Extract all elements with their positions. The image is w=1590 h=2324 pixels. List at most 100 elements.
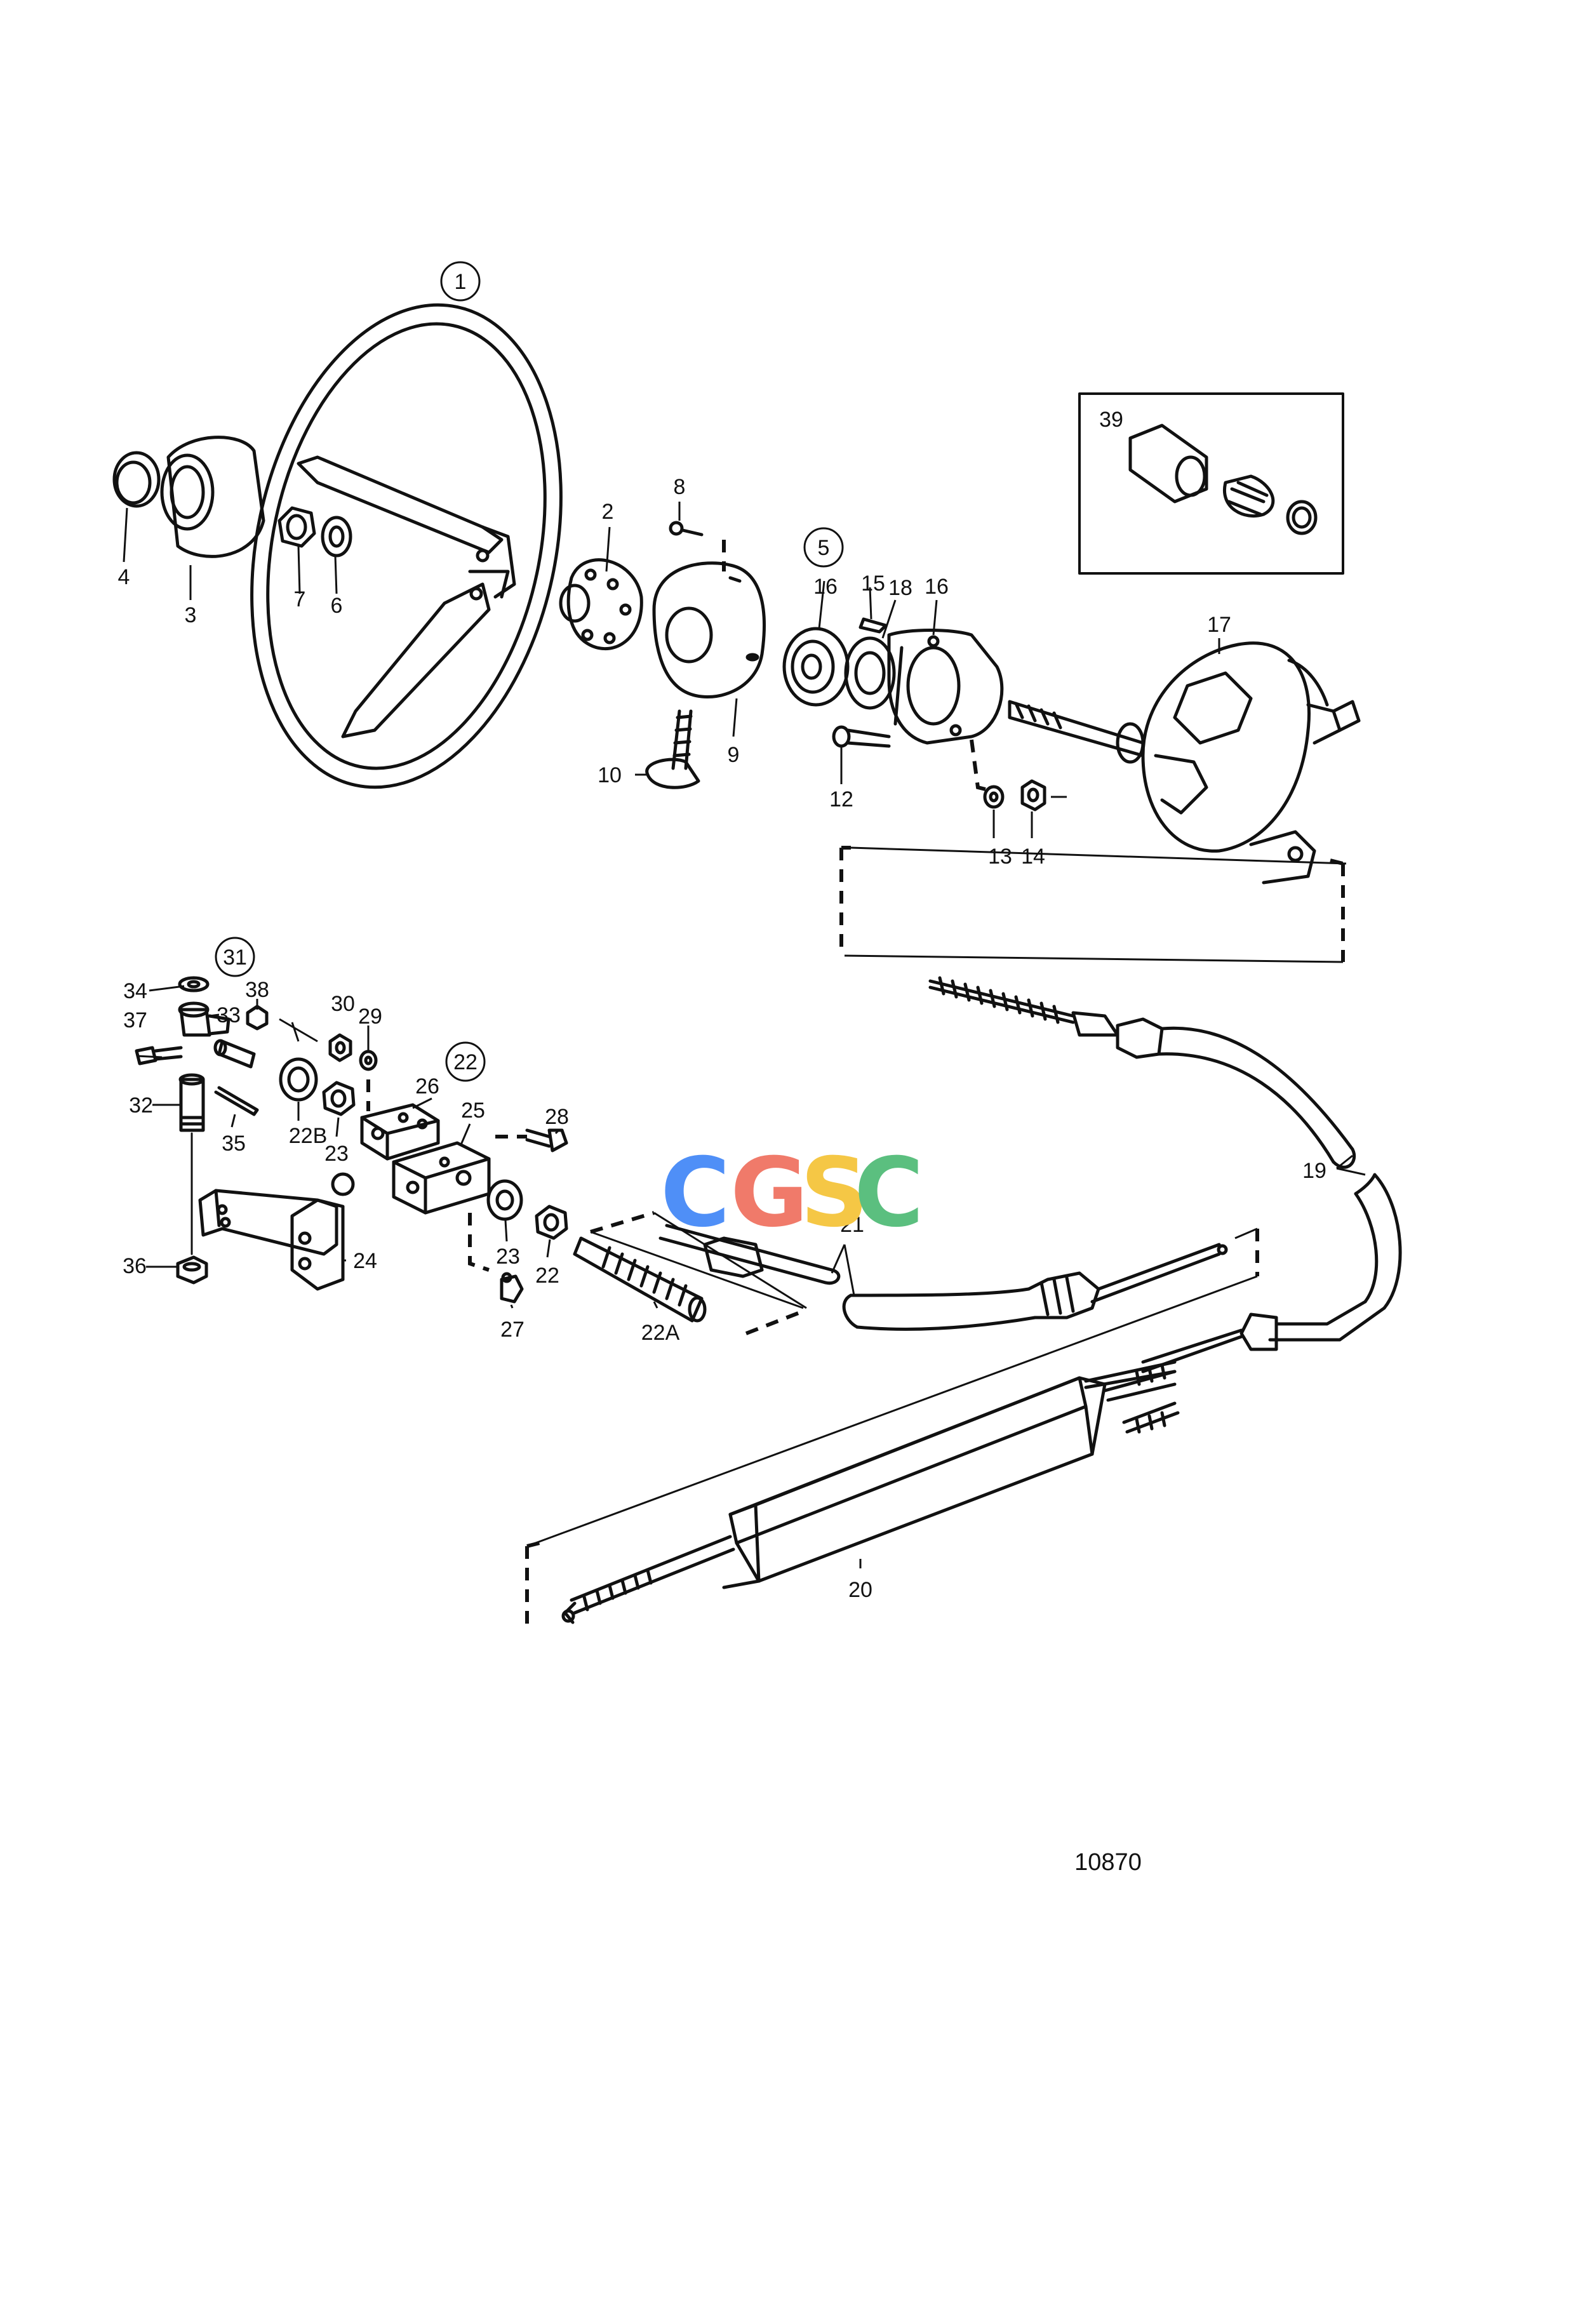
- connector-dashes: [722, 540, 1347, 963]
- callout-10: 10: [598, 763, 622, 787]
- block-guides: [366, 1079, 527, 1272]
- nut-36: [176, 1132, 208, 1285]
- washer-13: [983, 785, 1005, 809]
- callout-21: 21: [840, 1213, 864, 1237]
- callout-1: 1: [455, 270, 467, 294]
- grease-nipple-27: [500, 1272, 524, 1304]
- callout-4: 4: [118, 565, 130, 589]
- callout-8: 8: [674, 475, 686, 499]
- washer-29: [359, 1050, 378, 1071]
- callout-circle-31: [215, 937, 255, 977]
- callout-28: 28: [545, 1105, 569, 1129]
- callout-36: 36: [123, 1254, 147, 1278]
- callout-18: 18: [888, 576, 912, 600]
- callout-16-left: 16: [813, 575, 838, 599]
- screw-8: [669, 521, 704, 537]
- callout-23-upper: 23: [324, 1142, 349, 1166]
- bolt-28: [525, 1128, 568, 1152]
- clamp-33: [178, 1001, 230, 1037]
- reference-number: 10870: [1074, 1849, 1142, 1876]
- callout-7: 7: [294, 587, 306, 611]
- block-26: [360, 1103, 440, 1161]
- callout-15: 15: [861, 571, 885, 596]
- steering-wheel: [250, 303, 563, 789]
- callout-17: 17: [1207, 613, 1231, 637]
- hub-cover: [160, 436, 265, 558]
- bearing-16: [782, 627, 850, 707]
- callout-23-lower: 23: [496, 1245, 520, 1269]
- washer-34: [178, 976, 210, 992]
- sleeve-38: [213, 1039, 256, 1069]
- bolt-37: [135, 1046, 183, 1065]
- column-cover: [652, 561, 766, 698]
- inset-box-39: [1078, 392, 1344, 575]
- callout-33: 33: [217, 1003, 241, 1027]
- callout-9: 9: [728, 743, 740, 767]
- callout-2: 2: [602, 500, 614, 524]
- column-housing-16: [887, 629, 1004, 745]
- watermark-letter-3: S: [800, 1138, 869, 1248]
- nut-7: [277, 506, 316, 548]
- leader-lines: [123, 502, 1366, 1568]
- callout-circle-5: [803, 527, 844, 568]
- nut-14: [1020, 779, 1046, 811]
- callout-24: 24: [353, 1249, 377, 1273]
- callout-32: 32: [129, 1093, 153, 1118]
- callout-circle-1: [440, 261, 481, 302]
- cotter-pin-35: [214, 1086, 259, 1116]
- key-15: [858, 617, 888, 634]
- callout-25: 25: [461, 1099, 485, 1123]
- nut-22: [535, 1205, 568, 1240]
- horn-button: [112, 451, 161, 508]
- knob-screw-10: [645, 709, 700, 789]
- callout-3: 3: [185, 603, 197, 627]
- helm-unit: [1008, 641, 1361, 885]
- callout-circle-22: [445, 1041, 486, 1082]
- callout-20: 20: [848, 1578, 872, 1602]
- watermark-letter-4: C: [854, 1138, 924, 1248]
- callout-31: 31: [223, 945, 247, 970]
- lock-ring-18: [844, 636, 896, 710]
- callout-6: 6: [331, 594, 343, 618]
- frame-22A: [590, 1211, 1259, 1335]
- callout-34: 34: [123, 979, 147, 1003]
- bracket-24: [198, 1172, 355, 1291]
- pin-32: [178, 1073, 205, 1132]
- callout-39: 39: [1099, 408, 1123, 432]
- cable-20: [561, 1360, 1180, 1624]
- nut-30: [328, 1033, 352, 1062]
- nut-23-lower: [486, 1179, 523, 1221]
- callout-22B: 22B: [289, 1124, 328, 1148]
- callout-37: 37: [123, 1008, 147, 1032]
- cgsc-watermark: C G S C: [660, 1138, 924, 1248]
- threaded-rod-22A: [573, 1236, 707, 1323]
- watermark-letter-2: G: [730, 1138, 808, 1248]
- callout-22: 22: [535, 1264, 559, 1288]
- washer-6: [321, 516, 352, 558]
- bearing-22B: [279, 1057, 318, 1102]
- callout-29: 29: [358, 1005, 382, 1029]
- callout-19: 19: [1302, 1159, 1326, 1183]
- hub-adapter: [559, 558, 643, 650]
- callout-5: 5: [818, 536, 830, 560]
- callout-27: 27: [500, 1318, 524, 1342]
- callout-16-right: 16: [925, 575, 949, 599]
- nut-23-upper: [322, 1081, 356, 1116]
- callout-30: 30: [331, 992, 355, 1016]
- callout-14: 14: [1021, 845, 1045, 869]
- cable-19: [928, 976, 1402, 1373]
- cable-21: [658, 1224, 1228, 1331]
- callout-22-circled: 22: [453, 1050, 478, 1074]
- frame-20: [525, 1275, 1258, 1626]
- callout-13: 13: [988, 845, 1012, 869]
- callout-22A: 22A: [641, 1321, 680, 1345]
- callout-35: 35: [222, 1132, 246, 1156]
- callout-38: 38: [245, 978, 269, 1002]
- watermark-letter-1: C: [660, 1138, 730, 1248]
- nut-38: [246, 1005, 269, 1031]
- bolt-12: [832, 725, 891, 748]
- callout-12: 12: [829, 787, 853, 811]
- callout-26: 26: [415, 1074, 439, 1099]
- callout-labels: 1 2 3 4 5 6 7 8 9 10 12 13 14 15 16 16 1…: [118, 261, 1326, 1602]
